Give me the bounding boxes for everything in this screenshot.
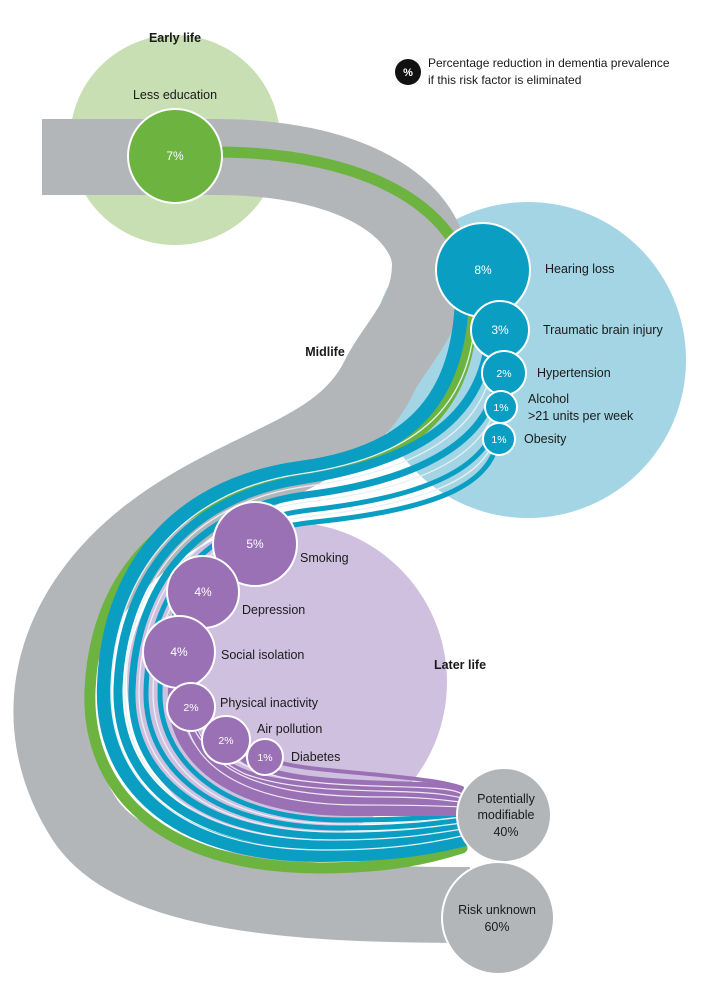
factor-value-obesity: 1% (491, 434, 506, 446)
unknown-value: 60% (484, 920, 509, 934)
stage-later-life: Later life (434, 658, 486, 672)
factor-circle-air-pollution (201, 715, 251, 765)
legend-line-2: if this risk factor is eliminated (428, 73, 581, 87)
factor-circle-less-education (127, 108, 223, 204)
factor-label-smoking: Smoking (300, 551, 349, 565)
factor-label-social-isolation: Social isolation (221, 648, 304, 662)
modifiable-label-1: Potentially (477, 792, 535, 806)
legend-symbol: % (403, 67, 413, 79)
modifiable-value: 40% (493, 825, 518, 839)
factor-value-hypertension: 2% (496, 368, 511, 380)
factor-value-less-education: 7% (166, 149, 184, 163)
factor-label-hearing-loss: Hearing loss (545, 262, 614, 276)
midlife-flow-bands (96, 293, 503, 863)
legend-line-1: Percentage reduction in dementia prevale… (428, 56, 670, 70)
factor-circle-physical-inactivity (166, 682, 216, 732)
factor-value-traumatic-brain-injury: 3% (491, 323, 509, 337)
factor-value-smoking: 5% (246, 537, 264, 551)
factor-circle-diabetes (246, 738, 284, 776)
factor-label-air-pollution: Air pollution (257, 722, 322, 736)
factor-value-physical-inactivity: 2% (183, 702, 198, 714)
factor-label-depression: Depression (242, 603, 305, 617)
factor-value-social-isolation: 4% (170, 645, 188, 659)
factor-label-less-education: Less education (133, 88, 217, 102)
factor-label-alcohol: Alcohol (528, 392, 569, 406)
factor-value-alcohol: 1% (493, 402, 508, 414)
factor-value-hearing-loss: 8% (474, 263, 492, 277)
factor-label-alcohol-detail: >21 units per week (528, 409, 634, 423)
factor-label-diabetes: Diabetes (291, 750, 340, 764)
unknown-label: Risk unknown (458, 903, 536, 917)
stage-midlife: Midlife (305, 345, 345, 359)
factor-value-diabetes: 1% (257, 752, 272, 764)
legend-symbol-circle (395, 59, 421, 85)
legend: % Percentage reduction in dementia preva… (395, 56, 670, 87)
factor-label-physical-inactivity: Physical inactivity (220, 696, 319, 710)
factor-label-obesity: Obesity (524, 432, 567, 446)
factor-label-hypertension: Hypertension (537, 366, 611, 380)
risk-unknown-circle (441, 861, 555, 975)
modifiable-label-2: modifiable (478, 808, 535, 822)
factor-value-depression: 4% (194, 585, 212, 599)
factor-label-traumatic-brain-injury: Traumatic brain injury (543, 323, 663, 337)
factor-circle-smoking (212, 501, 298, 587)
factor-circle-obesity (482, 422, 516, 456)
factor-value-air-pollution: 2% (218, 735, 233, 747)
stage-early-life: Early life (149, 31, 201, 45)
